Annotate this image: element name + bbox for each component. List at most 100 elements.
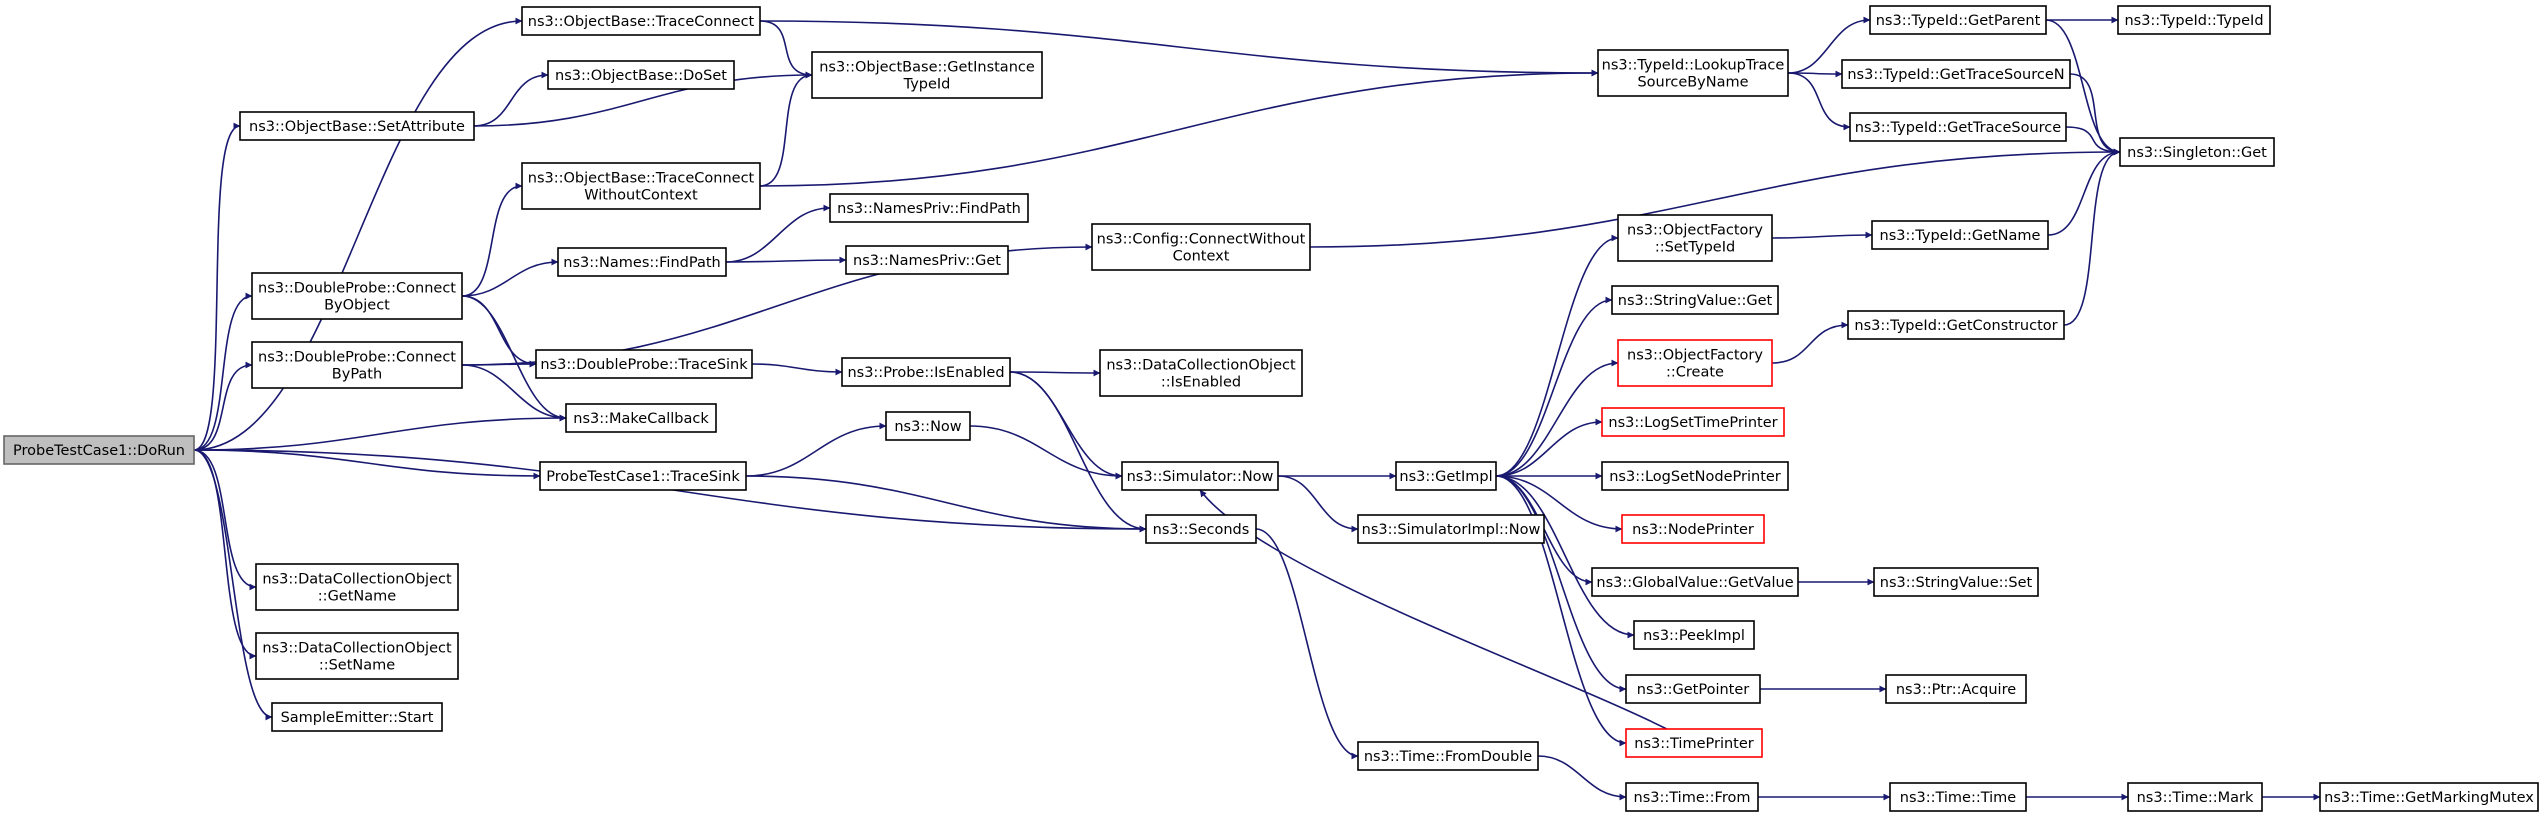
node-dco_isenabled[interactable]: ns3::DataCollectionObject::IsEnabled — [1099, 349, 1303, 397]
node-box[interactable] — [1625, 728, 1763, 758]
node-sv_get[interactable]: ns3::StringValue::Get — [1611, 285, 1779, 315]
node-box[interactable] — [1873, 567, 2039, 597]
node-box[interactable] — [2117, 5, 2271, 35]
node-logsetnodeprinter[interactable]: ns3::LogSetNodePrinter — [1601, 461, 1789, 491]
node-box[interactable] — [2119, 137, 2275, 167]
node-getimpl[interactable]: ns3::GetImpl — [1395, 461, 1497, 491]
node-box[interactable] — [1847, 310, 2065, 340]
node-box[interactable] — [2319, 782, 2539, 812]
node-box[interactable] — [1625, 782, 1759, 812]
node-box[interactable] — [1121, 461, 1279, 491]
node-box[interactable] — [1591, 567, 1799, 597]
node-ns3_now[interactable]: ns3::Now — [885, 411, 971, 441]
node-box[interactable] — [845, 245, 1009, 275]
node-singleton_get[interactable]: ns3::Singleton::Get — [2119, 137, 2275, 167]
node-time_from[interactable]: ns3::Time::From — [1625, 782, 1759, 812]
node-box[interactable] — [841, 357, 1011, 387]
node-box[interactable] — [1601, 407, 1785, 437]
node-box[interactable] — [535, 349, 753, 379]
node-peekimpl[interactable]: ns3::PeekImpl — [1633, 620, 1755, 650]
node-time_time[interactable]: ns3::Time::Time — [1889, 782, 2027, 812]
node-box[interactable] — [251, 341, 463, 389]
node-box[interactable] — [1621, 514, 1765, 544]
node-ob_setattr[interactable]: ns3::ObjectBase::SetAttribute — [239, 111, 475, 141]
node-time_getmarkingmutex[interactable]: ns3::Time::GetMarkingMutex — [2319, 782, 2539, 812]
node-tid_gettsn[interactable]: ns3::TypeId::GetTraceSourceN — [1841, 59, 2071, 89]
node-getpointer[interactable]: ns3::GetPointer — [1625, 674, 1761, 704]
node-box[interactable] — [1601, 461, 1789, 491]
node-box[interactable] — [1889, 782, 2027, 812]
node-of_settypeid[interactable]: ns3::ObjectFactory::SetTypeId — [1617, 214, 1773, 262]
node-box[interactable] — [3, 435, 195, 465]
node-box[interactable] — [521, 6, 761, 36]
node-root[interactable]: ProbeTestCase1::DoRun — [3, 435, 195, 465]
node-box[interactable] — [1841, 59, 2071, 89]
node-names_findpath[interactable]: ns3::Names::FindPath — [557, 247, 727, 277]
node-ob_doset[interactable]: ns3::ObjectBase::DoSet — [547, 60, 735, 90]
node-probe_isenabled[interactable]: ns3::Probe::IsEnabled — [841, 357, 1011, 387]
node-box[interactable] — [1849, 112, 2067, 142]
node-time_fromdouble[interactable]: ns3::Time::FromDouble — [1357, 741, 1539, 771]
node-box[interactable] — [1633, 620, 1755, 650]
node-box[interactable] — [1885, 674, 2027, 704]
node-box[interactable] — [829, 193, 1029, 223]
node-box[interactable] — [1597, 49, 1789, 97]
node-ob_traceconnect[interactable]: ns3::ObjectBase::TraceConnect — [521, 6, 761, 36]
node-box[interactable] — [1625, 674, 1761, 704]
node-gv_getvalue[interactable]: ns3::GlobalValue::GetValue — [1591, 567, 1799, 597]
node-box[interactable] — [811, 51, 1043, 99]
node-np_findpath[interactable]: ns3::NamesPriv::FindPath — [829, 193, 1029, 223]
node-box[interactable] — [255, 632, 459, 680]
node-tid_getname[interactable]: ns3::TypeId::GetName — [1871, 220, 2049, 250]
node-box[interactable] — [2127, 782, 2263, 812]
node-box[interactable] — [1871, 220, 2049, 250]
node-box[interactable] — [1617, 214, 1773, 262]
node-box[interactable] — [271, 702, 443, 732]
node-ptr_acquire[interactable]: ns3::Ptr::Acquire — [1885, 674, 2027, 704]
node-dco_setname[interactable]: ns3::DataCollectionObject::SetName — [255, 632, 459, 680]
node-ob_tcwc[interactable]: ns3::ObjectBase::TraceConnectWithoutCont… — [521, 162, 761, 210]
node-box[interactable] — [1145, 514, 1257, 544]
node-box[interactable] — [1617, 339, 1773, 387]
node-dco_getname[interactable]: ns3::DataCollectionObject::GetName — [255, 563, 459, 611]
node-tid_getctor[interactable]: ns3::TypeId::GetConstructor — [1847, 310, 2065, 340]
node-box[interactable] — [539, 461, 747, 491]
node-box[interactable] — [1869, 5, 2047, 35]
node-se_start[interactable]: SampleEmitter::Start — [271, 702, 443, 732]
node-ptc_tracesink[interactable]: ProbeTestCase1::TraceSink — [539, 461, 747, 491]
node-tid_getts[interactable]: ns3::TypeId::GetTraceSource — [1849, 112, 2067, 142]
node-box[interactable] — [1091, 223, 1311, 271]
node-timeprinter[interactable]: ns3::TimePrinter — [1625, 728, 1763, 758]
node-box[interactable] — [255, 563, 459, 611]
node-box[interactable] — [1357, 741, 1539, 771]
node-box[interactable] — [565, 403, 717, 433]
node-box[interactable] — [521, 162, 761, 210]
node-box[interactable] — [547, 60, 735, 90]
node-time_mark[interactable]: ns3::Time::Mark — [2127, 782, 2263, 812]
node-seconds[interactable]: ns3::Seconds — [1145, 514, 1257, 544]
node-sv_set[interactable]: ns3::StringValue::Set — [1873, 567, 2039, 597]
node-box[interactable] — [239, 111, 475, 141]
node-box[interactable] — [557, 247, 727, 277]
node-box[interactable] — [1611, 285, 1779, 315]
node-tid_typeid[interactable]: ns3::TypeId::TypeId — [2117, 5, 2271, 35]
node-simimpl_now[interactable]: ns3::SimulatorImpl::Now — [1357, 514, 1545, 544]
node-makecallback[interactable]: ns3::MakeCallback — [565, 403, 717, 433]
node-box[interactable] — [1357, 514, 1545, 544]
node-sim_now[interactable]: ns3::Simulator::Now — [1121, 461, 1279, 491]
node-nodeprinter[interactable]: ns3::NodePrinter — [1621, 514, 1765, 544]
node-of_create[interactable]: ns3::ObjectFactory::Create — [1617, 339, 1773, 387]
node-box[interactable] — [885, 411, 971, 441]
node-logsettimeprinter[interactable]: ns3::LogSetTimePrinter — [1601, 407, 1785, 437]
node-box[interactable] — [1395, 461, 1497, 491]
node-box[interactable] — [251, 272, 463, 320]
node-box[interactable] — [1099, 349, 1303, 397]
node-np_get[interactable]: ns3::NamesPriv::Get — [845, 245, 1009, 275]
node-tid_getparent[interactable]: ns3::TypeId::GetParent — [1869, 5, 2047, 35]
node-dp_tracesink[interactable]: ns3::DoubleProbe::TraceSink — [535, 349, 753, 379]
